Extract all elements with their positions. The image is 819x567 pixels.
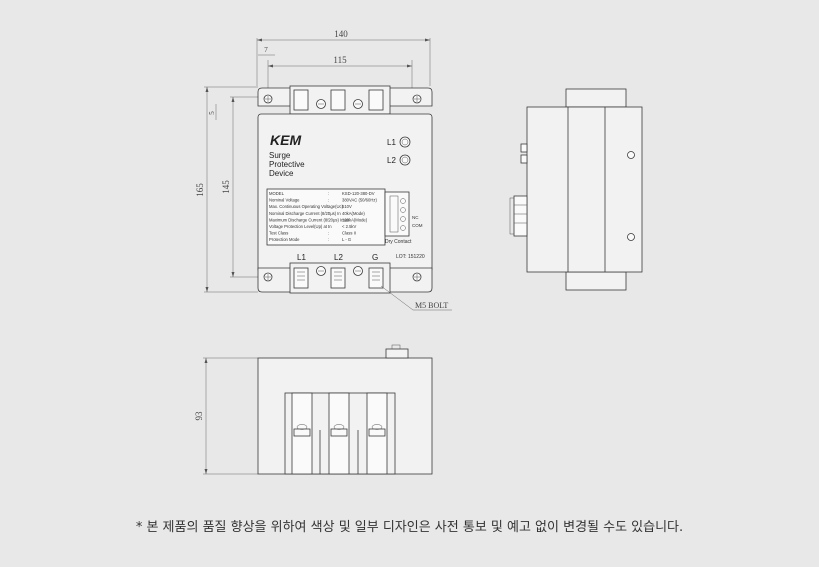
spec-colon: : <box>328 217 329 222</box>
indicator-l1-label: L1 <box>387 138 396 147</box>
terminal-label-g: G <box>372 253 378 262</box>
contact-com: COM <box>412 223 423 228</box>
spec-colon: : <box>328 237 329 242</box>
spec-label-0: MODEL <box>269 191 285 196</box>
spec-colon: : <box>328 204 329 209</box>
spec-colon: : <box>328 231 329 236</box>
footnote: * 본 제품의 품질 향상을 위하여 색상 및 일부 디자인은 사전 통보 및 … <box>135 520 684 535</box>
terminal-label-l2: L2 <box>334 253 343 262</box>
spec-colon: : <box>328 191 329 196</box>
spec-value-1: 380VAC (50/60Hz) <box>342 198 377 203</box>
dim-width-total: 140 <box>334 29 348 39</box>
indicator-l2-lamp <box>399 154 411 166</box>
dim-offset-top: 5 <box>208 111 216 115</box>
brand-logo: KEM <box>270 132 301 148</box>
dim-depth: 93 <box>194 411 204 421</box>
spec-value-2: 510V <box>342 204 352 209</box>
product-name-line3: Device <box>269 169 294 178</box>
indicator-l2-label: L2 <box>387 156 396 165</box>
bottom-view: 93 <box>194 344 433 475</box>
spec-label-7: Protection Mode <box>269 237 300 242</box>
spec-colon: : <box>328 211 329 216</box>
spec-value-0: KSD-120-380-DV <box>342 191 375 196</box>
dim-offset-small: 7 <box>264 46 268 54</box>
dry-contact-connector <box>384 191 410 237</box>
spec-label-2: Max. Continuous Operating Voltage(Uc) <box>269 204 344 209</box>
dim-height-total: 165 <box>195 183 205 197</box>
spec-value-5: < 2.5kV <box>342 224 357 229</box>
spec-label-6: Test Class <box>269 231 288 236</box>
spec-label-5: Voltage Protection Level(Up) at In <box>269 224 332 229</box>
spec-value-6: Class II <box>342 231 356 236</box>
dim-height-mount: 145 <box>221 180 231 194</box>
side-view <box>509 88 643 291</box>
indicator-l1-lamp <box>399 136 411 148</box>
spec-colon: : <box>328 198 329 203</box>
front-view: 140 115 7 165 145 5 <box>195 29 452 311</box>
product-name-line2: Protective <box>269 160 305 169</box>
dim-width-mount: 115 <box>333 55 347 65</box>
bolt-callout: M5 BOLT <box>415 301 448 310</box>
spec-label-4: Maximum Discharge Current (8/20μs) Imax <box>269 217 350 222</box>
terminal-label-l1: L1 <box>297 253 306 262</box>
spec-value-4: 120kA(Mode) <box>342 217 368 222</box>
contact-nc: NC <box>412 215 419 220</box>
spec-value-3: 40kA(Mode) <box>342 211 365 216</box>
contact-caption: Dry Contact <box>385 239 412 245</box>
spec-label <box>266 188 386 246</box>
lot-number: LOT: 151220 <box>396 254 425 260</box>
spec-colon: : <box>328 224 329 229</box>
spec-label-1: Nominal Voltage <box>269 198 300 203</box>
spec-table: MODEL: KSD-120-380-DV Nominal Voltage: 380V… <box>269 191 377 242</box>
product-name-line1: Surge <box>269 151 291 160</box>
spec-label-3: Nominal Discharge Current (8/20μs) In <box>269 211 341 216</box>
spec-value-7: L - G <box>342 237 351 242</box>
